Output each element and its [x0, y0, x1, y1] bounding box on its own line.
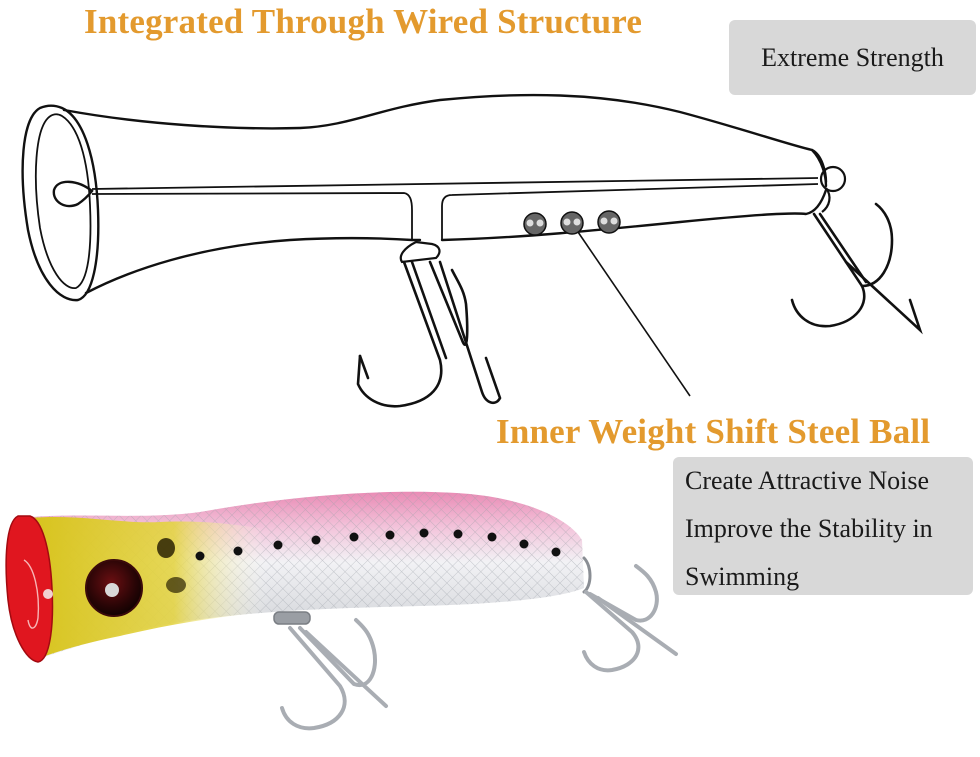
- steel-ball-icon: [560, 211, 584, 235]
- heading-wired-structure: Integrated Through Wired Structure: [84, 2, 643, 41]
- callout-steel-ball-benefits: Create Attractive Noise Improve the Stab…: [673, 457, 973, 595]
- line-eye-icon: [52, 180, 94, 208]
- tail-split-ring-icon: [819, 165, 847, 193]
- through-wire: [91, 177, 819, 190]
- steel-ball-icon: [523, 212, 547, 236]
- callout-line: Create Attractive Noise: [685, 466, 930, 495]
- photo-tail-treble-hook-icon: [582, 556, 678, 673]
- tail-treble-hook-icon: [790, 202, 923, 335]
- body-spots: [195, 528, 561, 561]
- photo-belly-treble-hook-icon: [273, 611, 388, 731]
- belly-treble-hook-icon: [356, 240, 502, 408]
- steel-ball-icon: [597, 210, 621, 234]
- callout-extreme-strength: Extreme Strength: [729, 20, 976, 95]
- heading-steel-ball: Inner Weight Shift Steel Ball: [496, 412, 931, 451]
- popper-cup-face: [5, 515, 54, 663]
- callout-line: Improve the Stability in: [685, 514, 933, 543]
- callout-leader-line: [577, 231, 691, 397]
- steel-balls: [523, 210, 621, 236]
- callout-text: Extreme Strength: [761, 42, 944, 72]
- callout-line: Swimming: [685, 562, 800, 591]
- popper-mouth-outline: [21, 104, 100, 302]
